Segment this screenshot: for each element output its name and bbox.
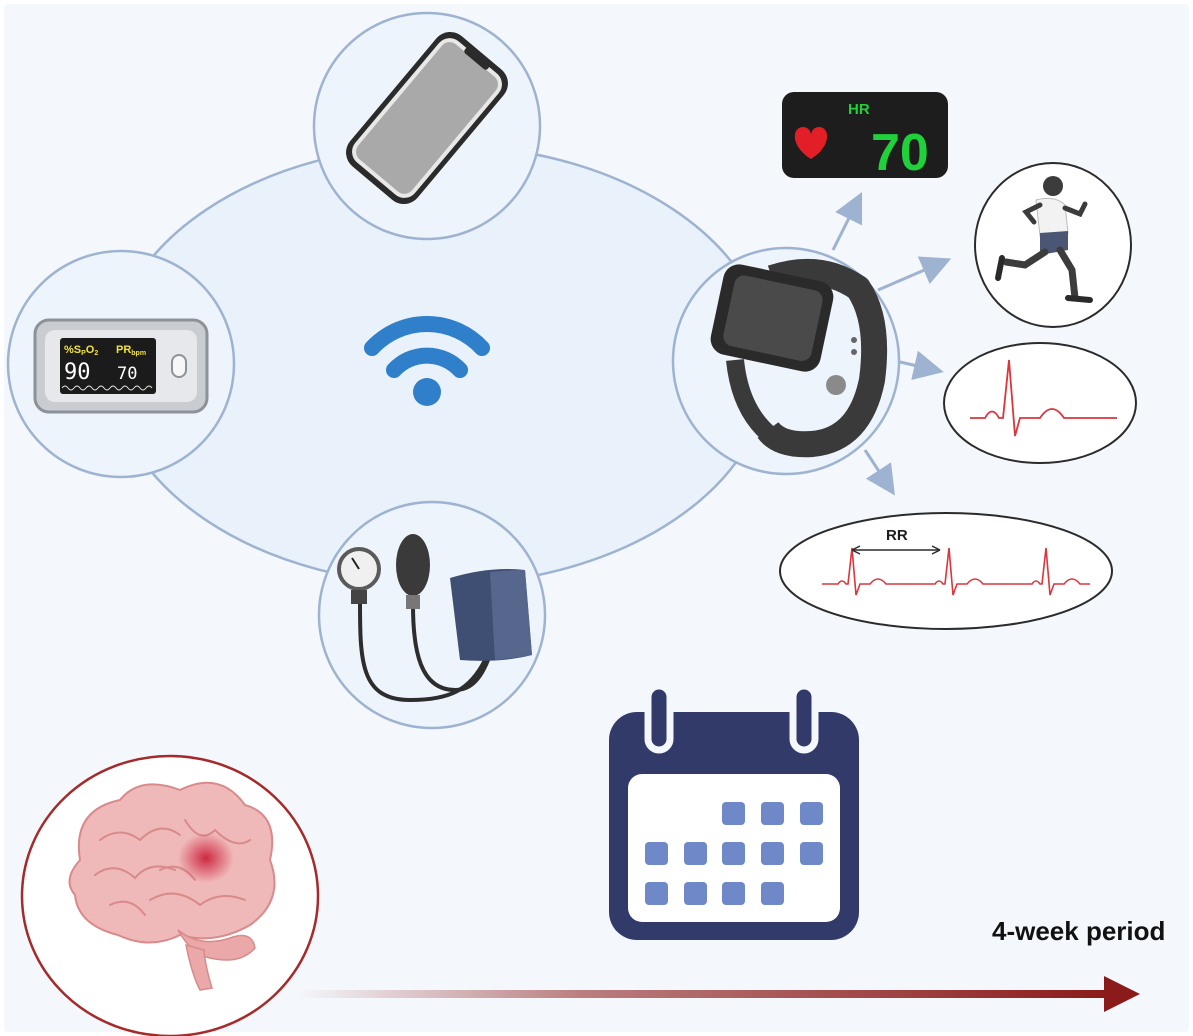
blood-pressure-node bbox=[317, 500, 547, 730]
spo2-sub-p: P bbox=[81, 350, 86, 357]
output-arrows bbox=[831, 191, 952, 496]
pr-sub: bpm bbox=[131, 350, 146, 357]
pulse-oximeter-node: %SPO2 PRbpm 90 70 bbox=[6, 249, 236, 479]
runner-icon bbox=[995, 176, 1093, 303]
ecg-node bbox=[943, 342, 1137, 464]
rr-arrow bbox=[851, 545, 941, 555]
smartphone-icon bbox=[346, 31, 508, 205]
smartphone-node bbox=[312, 11, 542, 241]
calendar-icon bbox=[609, 682, 859, 940]
hr-label: HR bbox=[848, 101, 870, 118]
pr-value: 70 bbox=[117, 364, 137, 384]
rr-interval-node: RR bbox=[779, 512, 1113, 630]
ecg-waveform-icon bbox=[970, 359, 1117, 437]
smartwatch-node bbox=[671, 246, 901, 476]
rr-label: RR bbox=[886, 527, 908, 544]
wifi-icon bbox=[364, 315, 490, 406]
hr-value: 70 bbox=[871, 124, 929, 182]
heart-icon bbox=[794, 127, 828, 159]
activity-node bbox=[974, 162, 1132, 328]
spo2-value: 90 bbox=[64, 360, 91, 385]
svg-text:PRbpm: PRbpm bbox=[116, 344, 146, 357]
period-label: 4-week period bbox=[992, 916, 1165, 946]
rr-interval-icon bbox=[822, 547, 1090, 596]
spo2-o: O bbox=[86, 344, 95, 356]
pr-label: PR bbox=[116, 344, 131, 356]
timeline-arrow bbox=[298, 976, 1140, 1012]
blood-pressure-monitor-icon bbox=[337, 534, 532, 703]
heart-rate-display-icon: HR 70 bbox=[782, 92, 948, 182]
smartwatch-icon bbox=[710, 258, 888, 458]
spo2-sub-2: 2 bbox=[94, 350, 98, 357]
pulse-oximeter-icon: %SPO2 PRbpm 90 70 bbox=[33, 318, 209, 414]
spo2-label: %S bbox=[64, 344, 81, 356]
brain-node bbox=[20, 754, 320, 1036]
brain-icon bbox=[68, 781, 276, 991]
svg-text:%SPO2: %SPO2 bbox=[64, 344, 98, 357]
